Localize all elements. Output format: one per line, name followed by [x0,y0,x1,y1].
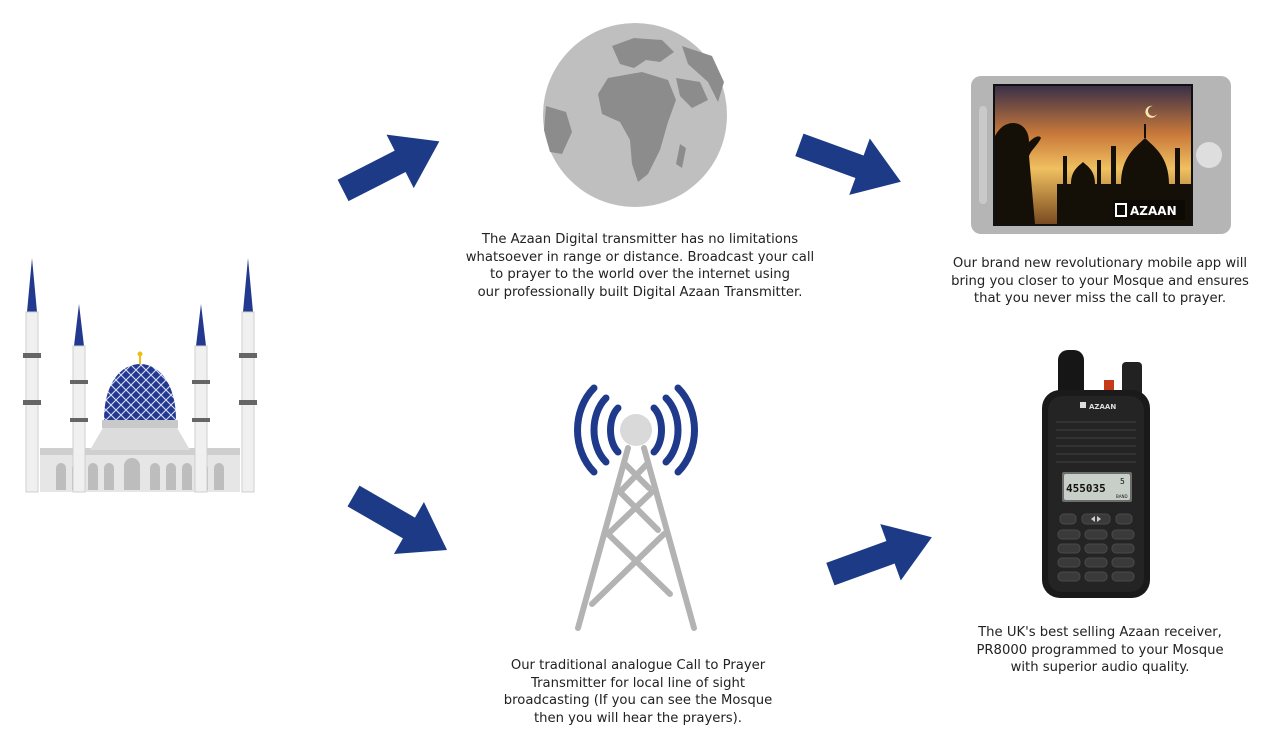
radio-receiver-icon: AZAAN 455035 5 BAND [1042,350,1150,598]
caption-receiver: The UK's best selling Azaan receiver, PR… [976,625,1224,675]
smartphone-icon: AZAAN [971,76,1231,234]
caption-app: Our brand new revolutionary mobile app w… [951,256,1249,306]
phone-logo-text: AZAAN [1130,204,1177,218]
arrow-mosque-to-globe [337,134,440,202]
radio-display-sub: BAND [1116,494,1128,499]
arrow-tower-to-radio [826,524,932,586]
radio-display-side: 5 [1120,477,1125,486]
radio-display-text: 455035 [1066,482,1106,495]
globe-icon [543,23,727,207]
radio-logo-text: AZAAN [1089,403,1116,411]
arrow-mosque-to-tower [347,485,448,554]
mosque-icon [23,258,257,493]
caption-analogue: Our traditional analogue Call to Prayer … [503,658,773,726]
transmitter-tower-icon [574,384,698,631]
arrow-globe-to-phone [795,133,901,195]
caption-digital: The Azaan Digital transmitter has no lim… [465,232,815,300]
